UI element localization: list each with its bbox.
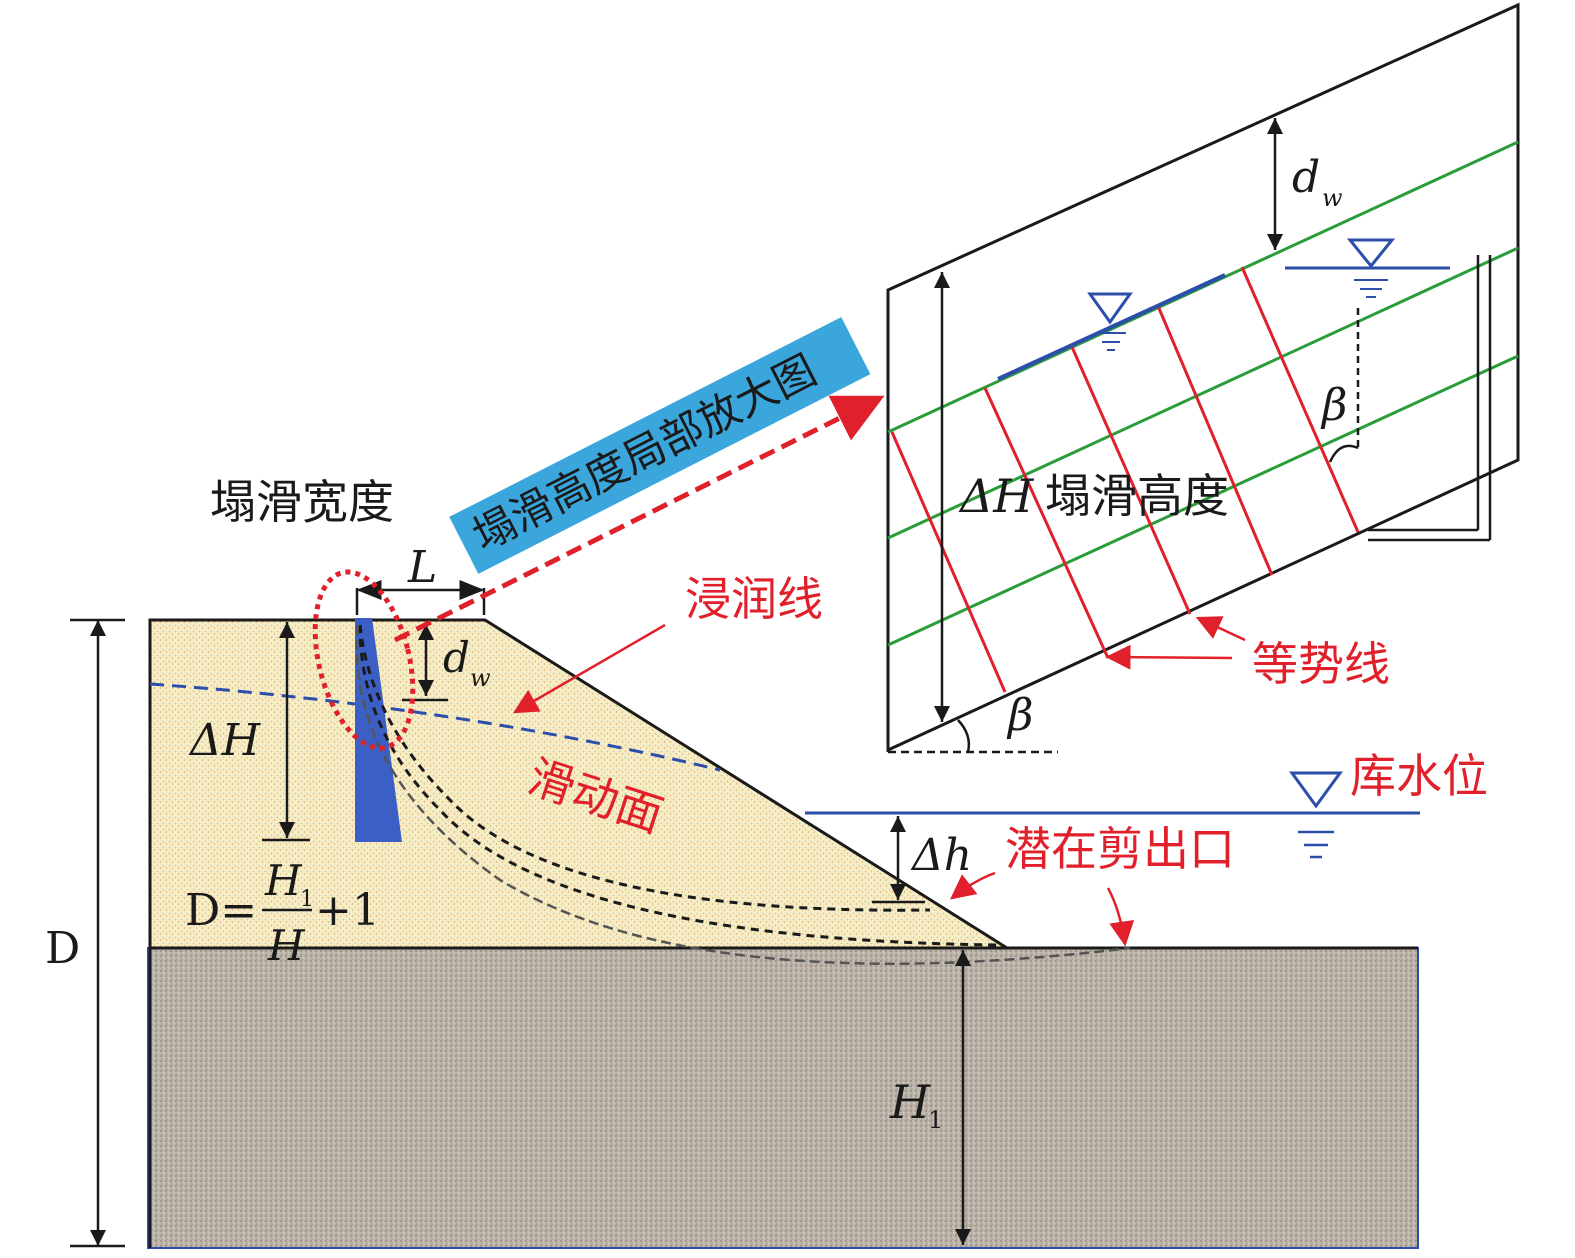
D-equation-plus1: +1 — [315, 885, 380, 936]
collapse-zone-ellipse — [312, 569, 416, 751]
reservoir-level-label: 库水位 — [1350, 749, 1488, 803]
sliding-surface-middle — [358, 624, 1001, 947]
D-equation-prefix: D= — [185, 885, 257, 936]
beta-upper-label: β — [1320, 380, 1347, 431]
delta-h-label: Δh — [910, 830, 972, 881]
dw-label: d — [443, 633, 470, 682]
collapse-height-label: 塌滑高度 — [1045, 469, 1229, 523]
sliding-surface-inner — [358, 624, 931, 912]
zoom-dw-label: d — [1292, 152, 1320, 203]
zoom-detail-panel: β d w ΔH 塌滑高度 β 等势线 — [886, 2, 1520, 754]
equipotential-line-label: 等势线 — [1252, 637, 1390, 691]
collapse-width-label: 塌滑宽度 — [210, 475, 394, 529]
seepage-line-label: 浸润线 — [685, 572, 823, 626]
D-equation-H1: H — [264, 856, 303, 905]
dw-sub: w — [470, 664, 491, 692]
H1-sub: 1 — [928, 1106, 943, 1134]
zoom-label-box: 塌滑高度局部放大图 — [449, 317, 871, 574]
foundation-layer — [147, 947, 1419, 1249]
beta-lower-label: β — [1006, 690, 1033, 741]
seepage-line — [149, 682, 721, 772]
water-level-triangle-icon — [1289, 771, 1343, 809]
D-equation-sub1: 1 — [300, 887, 314, 912]
D-equation-H: H — [267, 921, 306, 970]
zoom-delta-H-label: ΔH — [958, 469, 1034, 523]
crack-wedge — [355, 618, 402, 842]
zoom-leader-line — [393, 395, 885, 643]
sliding-surface-outer — [355, 624, 1131, 965]
H1-label: H — [889, 1075, 931, 1129]
L-label: L — [407, 542, 437, 593]
dimension-D-label: D — [45, 923, 80, 974]
delta-H-label: ΔH — [188, 715, 262, 766]
zoom-dw-sub: w — [1322, 184, 1343, 212]
potential-exit-label: 潜在剪出口 — [1005, 822, 1235, 876]
